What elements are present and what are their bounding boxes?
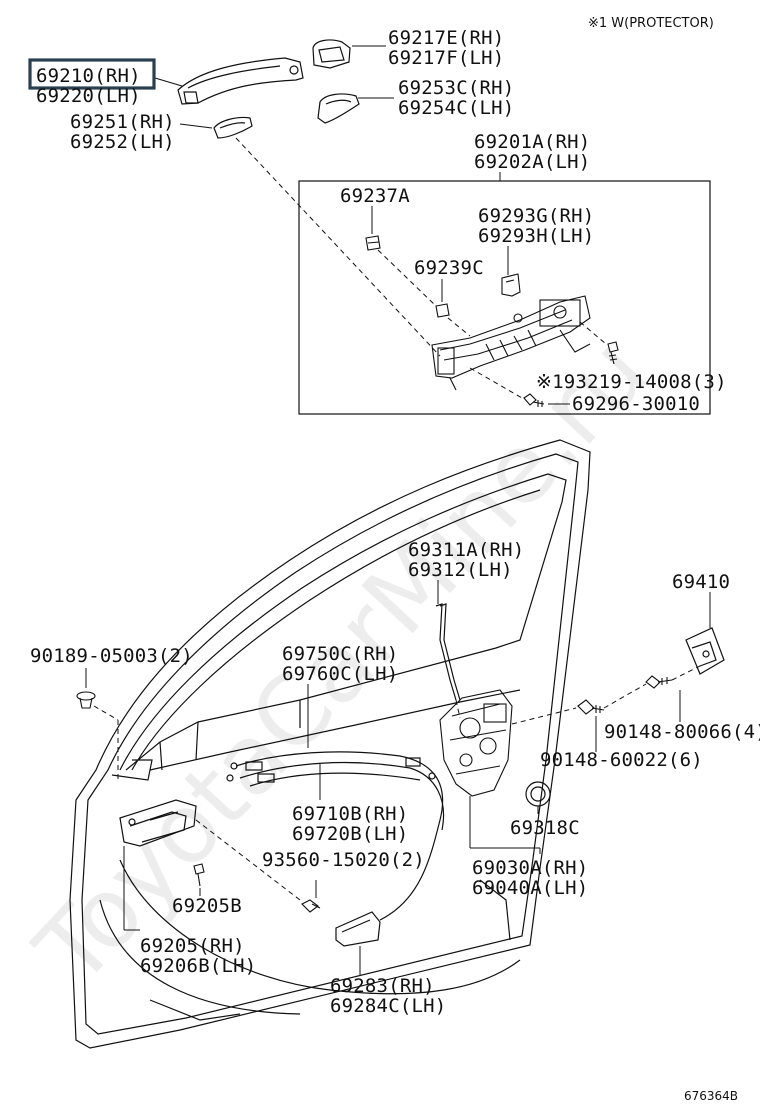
lock-rod[interactable] — [435, 603, 461, 701]
label-69220[interactable]: 69220(LH) — [36, 85, 141, 107]
label-90189[interactable]: 90189-05003(2) — [30, 645, 193, 667]
label-69283[interactable]: 69283(RH) — [330, 975, 435, 997]
label-69252[interactable]: 69252(LH) — [70, 131, 175, 153]
handle-frame-assembly[interactable] — [431, 295, 591, 391]
handle-frame-rear[interactable] — [312, 39, 351, 69]
leader-69210 — [154, 77, 183, 87]
label-69237a[interactable]: 69237A — [340, 185, 410, 207]
selected-part-box[interactable] — [28, 58, 156, 90]
label-69760c[interactable]: 69760C(LH) — [282, 663, 398, 685]
trim-pad[interactable] — [335, 911, 381, 947]
screw-69296[interactable] — [523, 393, 545, 407]
label-69251[interactable]: 69251(RH) — [70, 111, 175, 133]
label-69750c[interactable]: 69750C(RH) — [282, 643, 398, 665]
label-69720b[interactable]: 69720B(LH) — [292, 823, 408, 845]
label-69217f[interactable]: 69217F(LH) — [388, 47, 504, 69]
lock-protector[interactable] — [525, 781, 551, 807]
label-69296[interactable]: 69296-30010 — [572, 393, 700, 415]
label-69217e[interactable]: 69217E(RH) — [388, 27, 504, 49]
door-striker[interactable] — [685, 627, 725, 675]
label-69254c[interactable]: 69254C(LH) — [398, 97, 514, 119]
clip-69239c[interactable] — [435, 303, 450, 318]
label-69030a[interactable]: 69030A(RH) — [472, 857, 588, 879]
outside-handle[interactable] — [177, 57, 304, 105]
label-69239c[interactable]: 69239C — [414, 257, 484, 279]
label-69205[interactable]: 69205(RH) — [140, 935, 245, 957]
bracket-69293[interactable] — [501, 273, 521, 297]
label-69410[interactable]: 69410 — [672, 571, 730, 593]
handle-pad-rear[interactable] — [317, 93, 360, 124]
label-69040a[interactable]: 69040A(LH) — [472, 877, 588, 899]
label-93219[interactable]: ※193219-14008(3) — [536, 371, 727, 393]
diagram-code: 676364B — [684, 1089, 738, 1103]
door-lock-assembly[interactable] — [439, 689, 513, 797]
clip-90189[interactable] — [76, 691, 96, 709]
door-panel — [69, 439, 591, 1049]
label-69311a[interactable]: 69311A(RH) — [408, 539, 524, 561]
screw-90148-80066[interactable] — [645, 675, 673, 689]
dashed-connectors-door — [93, 665, 701, 901]
bolt-93560[interactable] — [301, 899, 321, 913]
clip-69237a[interactable] — [365, 235, 381, 251]
inside-handle[interactable] — [119, 799, 197, 847]
label-93560[interactable]: 93560-15020(2) — [262, 849, 425, 871]
label-69318c[interactable]: 69318C — [510, 817, 580, 839]
protector-note: ※1 W(PROTECTOR) — [588, 16, 714, 31]
handle-frame-box — [298, 180, 711, 415]
screw-93219[interactable] — [607, 341, 619, 365]
label-69293h[interactable]: 69293H(LH) — [478, 225, 594, 247]
screw-90148-60022[interactable] — [577, 699, 605, 715]
label-69201a[interactable]: 69201A(RH) — [474, 131, 590, 153]
label-90148a[interactable]: 90148-80066(4) — [604, 721, 760, 743]
handle-pad-front[interactable] — [213, 116, 253, 139]
dashed-connectors-box — [235, 137, 607, 399]
lock-cables[interactable] — [226, 751, 445, 921]
label-69293g[interactable]: 69293G(RH) — [478, 205, 594, 227]
label-69206b[interactable]: 69206B(LH) — [140, 955, 256, 977]
leader-69251 — [179, 123, 213, 129]
label-69202a[interactable]: 69202A(LH) — [474, 151, 590, 173]
label-90148b[interactable]: 90148-60022(6) — [540, 749, 703, 771]
label-69284c[interactable]: 69284C(LH) — [330, 995, 446, 1017]
label-69210[interactable]: 69210(RH) — [36, 65, 141, 87]
label-69205b[interactable]: 69205B — [172, 895, 242, 917]
label-69253c[interactable]: 69253C(RH) — [398, 77, 514, 99]
label-69710b[interactable]: 69710B(RH) — [292, 803, 408, 825]
label-69312[interactable]: 69312(LH) — [408, 559, 513, 581]
screw-69205b[interactable] — [193, 863, 205, 887]
